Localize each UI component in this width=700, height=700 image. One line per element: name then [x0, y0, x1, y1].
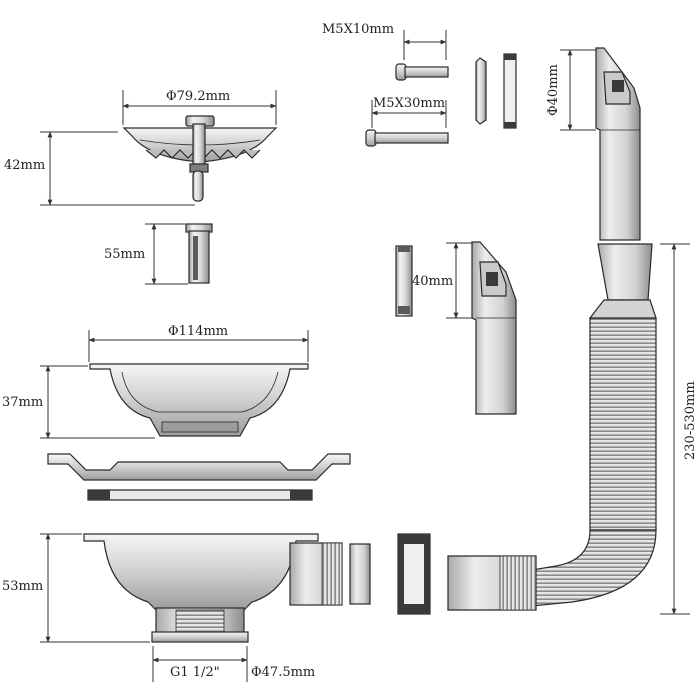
overflow-head-assembly: Φ40mm	[546, 47, 641, 241]
outlet-diameter-label: Φ47.5mm	[251, 665, 315, 680]
sink-plate-and-gasket	[47, 453, 351, 501]
corrugated-overflow-hose: 230-530mm	[447, 243, 698, 615]
overflow-diameter-label: Φ40mm	[546, 64, 561, 116]
sleeve-height-label: 55mm	[104, 247, 145, 262]
overflow-connector: 40mm	[395, 241, 517, 415]
short-screw-label: M5X10mm	[322, 22, 394, 37]
strainer-sleeve: 55mm	[104, 223, 213, 285]
bowl-diameter-label: Φ114mm	[168, 324, 228, 339]
connector-height-label: 40mm	[412, 274, 453, 289]
strainer-basket: Φ79.2mm 42mm	[4, 89, 278, 206]
long-screw-label: M5X30mm	[373, 96, 445, 111]
strainer-diameter-label: Φ79.2mm	[166, 89, 230, 104]
screws-and-washers: M5X10mm M5X30mm	[322, 22, 517, 147]
sink-bowl: Φ114mm 37mm	[2, 324, 309, 439]
hose-length-label: 230-530mm	[683, 381, 698, 460]
drain-body: 53mm G1 1/2" Φ47.5mm	[2, 533, 431, 682]
thread-size-label: G1 1/2"	[170, 665, 220, 680]
bowl-height-label: 37mm	[2, 395, 43, 410]
body-height-label: 53mm	[2, 579, 43, 594]
strainer-height-label: 42mm	[4, 158, 45, 173]
